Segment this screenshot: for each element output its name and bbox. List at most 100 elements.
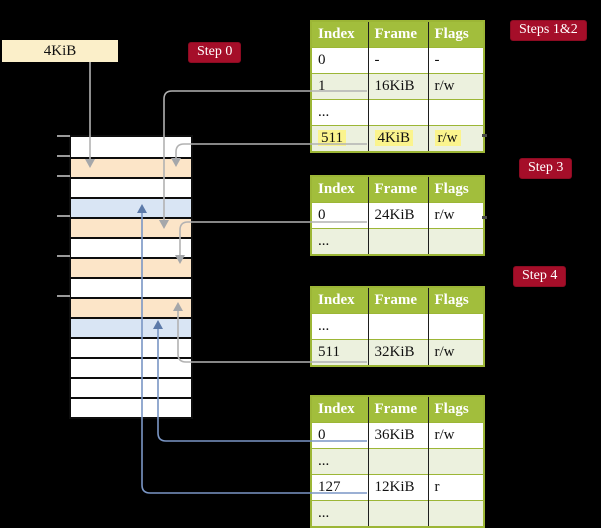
table-cell <box>427 448 484 475</box>
table-cell: 511 <box>311 339 368 366</box>
memory-frame-row-12-white <box>71 377 191 397</box>
table-cell: r/w <box>427 125 484 152</box>
column-header: Frame <box>367 21 428 48</box>
leader-dash <box>482 134 487 137</box>
table-cell: r/w <box>427 339 484 366</box>
memory-frame-row-3-blue <box>71 197 191 217</box>
badge-step-0: Step 0 <box>188 42 242 63</box>
table-cell: - <box>367 47 428 74</box>
table-row: ... <box>311 448 484 475</box>
memory-frame-row-11-white <box>71 357 191 377</box>
table-cell <box>427 228 484 255</box>
column-header: Flags <box>427 396 484 423</box>
highlighted-value: 4KiB <box>374 130 414 146</box>
table-cell: 1 <box>311 73 368 100</box>
table-row: 511 4KiB r/w <box>311 125 484 152</box>
table-cell <box>367 228 428 255</box>
memory-frame-row-9-blue <box>71 317 191 337</box>
table-cell: r/w <box>427 202 484 229</box>
table-cell: 127 <box>311 474 368 501</box>
table-row: ... <box>311 500 484 527</box>
badge-step-4: Step 4 <box>513 266 567 287</box>
table-cell: 0 <box>311 47 368 74</box>
column-header: Frame <box>367 287 428 314</box>
column-header: Frame <box>367 176 428 203</box>
highlighted-value: 511 <box>318 130 346 146</box>
memory-frame-row-6-peach <box>71 257 191 277</box>
column-header: Flags <box>427 21 484 48</box>
table-cell: - <box>427 47 484 74</box>
table-cell <box>367 99 428 126</box>
highlighted-value: r/w <box>434 130 461 146</box>
memory-frame-row-8-peach <box>71 297 191 317</box>
tick-mark <box>57 215 70 217</box>
memory-frame-row-4-peach <box>71 217 191 237</box>
physical-memory-column <box>69 135 193 419</box>
tick-mark <box>57 155 70 157</box>
table-cell: ... <box>311 99 368 126</box>
column-header: Index <box>311 21 368 48</box>
table-cell: 0 <box>311 422 368 449</box>
column-header: Flags <box>427 176 484 203</box>
column-header: Index <box>311 176 368 203</box>
tick-mark <box>57 255 70 257</box>
table-cell <box>367 448 428 475</box>
tick-mark <box>57 135 70 137</box>
column-header: Frame <box>367 396 428 423</box>
table-cell: r <box>427 474 484 501</box>
column-header: Flags <box>427 287 484 314</box>
leader-dash <box>482 216 487 219</box>
table-cell: 16KiB <box>367 73 428 100</box>
badge-steps-1-2: Steps 1&2 <box>510 20 587 41</box>
badge-step-3: Step 3 <box>519 158 573 179</box>
table-cell: ... <box>311 448 368 475</box>
table-cell: 32KiB <box>367 339 428 366</box>
table-cell: 36KiB <box>367 422 428 449</box>
memory-frame-row-13-white <box>71 397 191 417</box>
memory-frame-row-0-white <box>71 137 191 157</box>
root-pointer-box: 4KiB <box>2 40 118 62</box>
table-cell <box>427 313 484 340</box>
table-cell <box>427 99 484 126</box>
memory-frame-row-1-peach <box>71 157 191 177</box>
table-cell <box>367 500 428 527</box>
table-cell: r/w <box>427 422 484 449</box>
table-cell: r/w <box>427 73 484 100</box>
tick-mark <box>57 175 70 177</box>
table-cell: ... <box>311 500 368 527</box>
table-cell: 12KiB <box>367 474 428 501</box>
table-cell: 4KiB <box>367 125 428 152</box>
table-cell: 511 <box>311 125 368 152</box>
table-row: 0-- <box>311 47 484 74</box>
memory-frame-row-2-white <box>71 177 191 197</box>
table-cell: 24KiB <box>367 202 428 229</box>
table-row: ... <box>311 228 484 255</box>
column-header: Index <box>311 287 368 314</box>
table-row: ... <box>311 313 484 340</box>
memory-frame-row-10-white <box>71 337 191 357</box>
column-header: Index <box>311 396 368 423</box>
memory-frame-row-5-white <box>71 237 191 257</box>
table-cell: ... <box>311 313 368 340</box>
table-cell: 0 <box>311 202 368 229</box>
table-cell <box>427 500 484 527</box>
table-row: ... <box>311 99 484 126</box>
table-cell <box>367 313 428 340</box>
